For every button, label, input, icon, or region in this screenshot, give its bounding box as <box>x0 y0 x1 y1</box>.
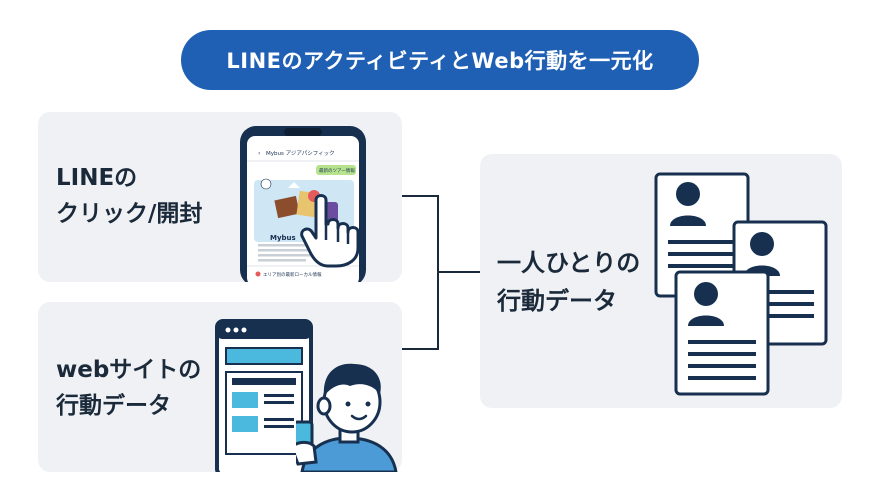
line-activity-label: LINEの クリック/開封 <box>56 160 202 232</box>
person-data-label-2: 行動データ <box>497 287 617 315</box>
line-activity-label-2: クリック/開封 <box>56 201 203 227</box>
profile-card-stack <box>654 172 828 396</box>
svg-text:‹: ‹ <box>258 150 260 157</box>
profile-card-icon <box>674 270 770 396</box>
person-data-label-1: 一人ひとりの <box>497 249 641 277</box>
line-activity-label-1: LINEの <box>56 165 138 191</box>
phone-app-name: Mybus アジアパシフィック <box>266 150 335 157</box>
web-activity-label-2: 行動データ <box>56 393 171 419</box>
title-banner: LINEのアクティビティとWeb行動を一元化 <box>181 30 699 90</box>
phone-footer-text: エリア別の最新ローカル情報 <box>263 271 322 278</box>
phone-menu-tag: 最新のツアー情報 <box>319 167 355 174</box>
web-activity-label-1: webサイトの <box>56 357 202 383</box>
person-illustration <box>296 363 398 472</box>
web-activity-label: webサイトの 行動データ <box>56 352 201 424</box>
browser-window-illustration <box>215 319 313 472</box>
title-text: LINEのアクティビティとWeb行動を一元化 <box>226 49 654 73</box>
phone-card-title: Mybus <box>270 234 296 242</box>
person-data-label: 一人ひとりの 行動データ <box>497 244 640 320</box>
hand-pointer-icon <box>300 194 360 268</box>
